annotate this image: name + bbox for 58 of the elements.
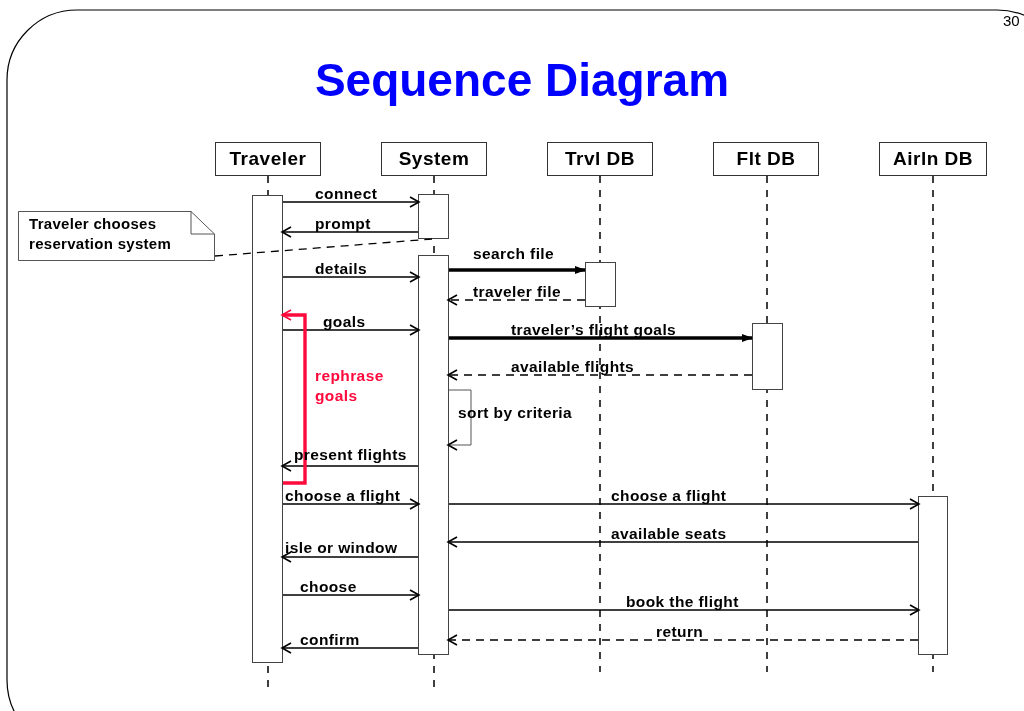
note-box bbox=[18, 211, 215, 261]
lifeline-header bbox=[215, 142, 321, 176]
self-call-arrow bbox=[281, 309, 307, 485]
message-label: goals bbox=[323, 313, 366, 331]
message-arrow bbox=[447, 369, 753, 381]
message-label: search file bbox=[473, 245, 555, 263]
message-label: book the flight bbox=[626, 593, 739, 611]
message-arrow bbox=[281, 551, 419, 563]
page-number: 30 bbox=[1003, 11, 1020, 31]
message-arrow bbox=[448, 604, 920, 616]
message-label: traveler file bbox=[473, 283, 561, 301]
message-label: choose a flight bbox=[611, 487, 727, 505]
participant-name: System bbox=[398, 146, 470, 171]
message-arrow bbox=[282, 196, 420, 208]
participant-name: Trvl DB bbox=[565, 146, 635, 171]
message-label: choose bbox=[300, 578, 357, 596]
leader-line bbox=[214, 238, 433, 257]
activation-bar bbox=[252, 195, 283, 663]
lifeline-header bbox=[713, 142, 819, 176]
message-label: available seats bbox=[611, 525, 727, 543]
message-label: prompt bbox=[315, 215, 371, 233]
message-arrow bbox=[281, 642, 419, 654]
participant-name: Flt DB bbox=[736, 146, 796, 171]
lifeline-header bbox=[381, 142, 487, 176]
message-arrow bbox=[281, 226, 419, 238]
lifeline-header bbox=[547, 142, 653, 176]
activation-bar bbox=[418, 255, 449, 655]
message-label: isle or window bbox=[285, 539, 398, 557]
message-arrow bbox=[447, 536, 919, 548]
activation-bar bbox=[418, 194, 449, 239]
activation-bar bbox=[585, 262, 616, 307]
message-label: return bbox=[656, 623, 704, 641]
message-label: sort by criteria bbox=[458, 404, 573, 422]
message-label: rephrase goals bbox=[315, 366, 385, 406]
message-arrow bbox=[281, 460, 419, 472]
message-arrow bbox=[448, 498, 920, 510]
message-arrow bbox=[447, 294, 586, 306]
message-label: available flights bbox=[511, 358, 635, 376]
message-arrow bbox=[449, 266, 586, 274]
activation-bar bbox=[752, 323, 783, 390]
message-arrow bbox=[447, 634, 919, 646]
message-arrow bbox=[449, 334, 753, 342]
participant-name: Airln DB bbox=[893, 146, 973, 171]
activation-bar bbox=[918, 496, 948, 655]
message-label: connect bbox=[315, 185, 378, 203]
message-arrow bbox=[282, 589, 420, 601]
message-arrow bbox=[282, 271, 420, 283]
lifeline-header bbox=[879, 142, 987, 176]
diagram-title: Sequence Diagram bbox=[313, 53, 731, 108]
message-label: confirm bbox=[300, 631, 360, 649]
message-label: choose a flight bbox=[285, 487, 401, 505]
self-call-arrow bbox=[447, 389, 472, 451]
note-text: Traveler chooses reservation system bbox=[29, 214, 173, 254]
message-label: details bbox=[315, 260, 367, 278]
participant-name: Traveler bbox=[229, 146, 307, 171]
message-label: traveler’s flight goals bbox=[511, 321, 677, 339]
message-arrow bbox=[282, 498, 420, 510]
message-arrow bbox=[282, 324, 420, 336]
